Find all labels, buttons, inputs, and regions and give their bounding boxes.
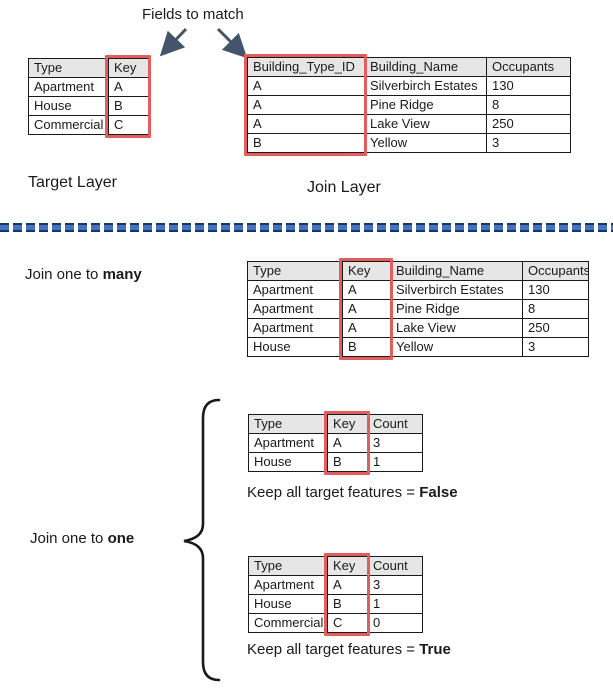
table-cell: 3 [367,575,423,595]
table-cell: Pine Ridge [390,299,523,319]
field-match-arrow-right-icon [216,27,248,59]
join-one-to-many-label: Join one to many [25,266,142,283]
column-header: Building_Name [390,261,523,281]
table-cell: Yellow [390,337,523,357]
column-header: Building_Name [364,57,487,77]
table-cell: Commercial [28,115,109,135]
column-header: Occupants [486,57,571,77]
table-cell: 8 [522,299,589,319]
table-cell: A [342,280,391,300]
table-cell: C [108,115,149,135]
table-cell: 130 [522,280,589,300]
column-header: Building_Type_ID [247,57,365,77]
curly-brace [183,398,221,682]
section-divider [0,223,613,233]
table-cell: Silverbirch Estates [364,76,487,96]
table-cell: C [327,613,368,633]
table-cell: B [342,337,391,357]
table-cell: Silverbirch Estates [390,280,523,300]
table-cell: A [342,299,391,319]
table-cell: 1 [367,594,423,614]
table-cell: Apartment [28,77,109,97]
table-cell: A [327,575,368,595]
field-match-arrow-left-icon [159,27,188,57]
column-header: Key [108,58,149,78]
table-cell: 0 [367,613,423,633]
fields-to-match-title: Fields to match [142,6,244,23]
table-cell: Lake View [364,114,487,134]
table-cell: A [247,114,365,134]
join-layer-caption: Join Layer [307,179,381,196]
table-cell: Apartment [247,299,343,319]
join-one-to-one-label: Join one to one [30,530,135,547]
table-cell: House [248,594,328,614]
table-cell: B [247,133,365,153]
table-cell: B [327,594,368,614]
column-header: Count [367,414,423,434]
table-cell: Apartment [247,318,343,338]
table-cell: B [327,452,368,472]
column-header: Occupants [522,261,589,281]
table-cell: Lake View [390,318,523,338]
table-cell: 3 [522,337,589,357]
column-header: Key [342,261,391,281]
column-header: Type [248,556,328,576]
table-cell: A [327,433,368,453]
table-cell: Apartment [248,575,328,595]
table-cell: Apartment [248,433,328,453]
table-cell: A [247,95,365,115]
table-cell: 3 [486,133,571,153]
table-cell: A [247,76,365,96]
table-cell: 8 [486,95,571,115]
table-cell: 250 [486,114,571,134]
table-cell: Yellow [364,133,487,153]
keep-true-caption: Keep all target features = True [247,641,451,658]
target-layer-caption: Target Layer [28,174,117,191]
table-cell: House [28,96,109,116]
column-header: Key [327,414,368,434]
table-cell: A [108,77,149,97]
column-header: Count [367,556,423,576]
table-cell: 3 [367,433,423,453]
table-cell: A [342,318,391,338]
table-cell: Commercial [248,613,328,633]
table-cell: Apartment [247,280,343,300]
table-cell: House [248,452,328,472]
table-cell: 1 [367,452,423,472]
table-cell: 130 [486,76,571,96]
table-cell: Pine Ridge [364,95,487,115]
column-header: Type [247,261,343,281]
column-header: Type [248,414,328,434]
column-header: Key [327,556,368,576]
table-cell: 250 [522,318,589,338]
keep-false-caption: Keep all target features = False [247,484,458,501]
column-header: Type [28,58,109,78]
table-cell: B [108,96,149,116]
table-cell: House [247,337,343,357]
